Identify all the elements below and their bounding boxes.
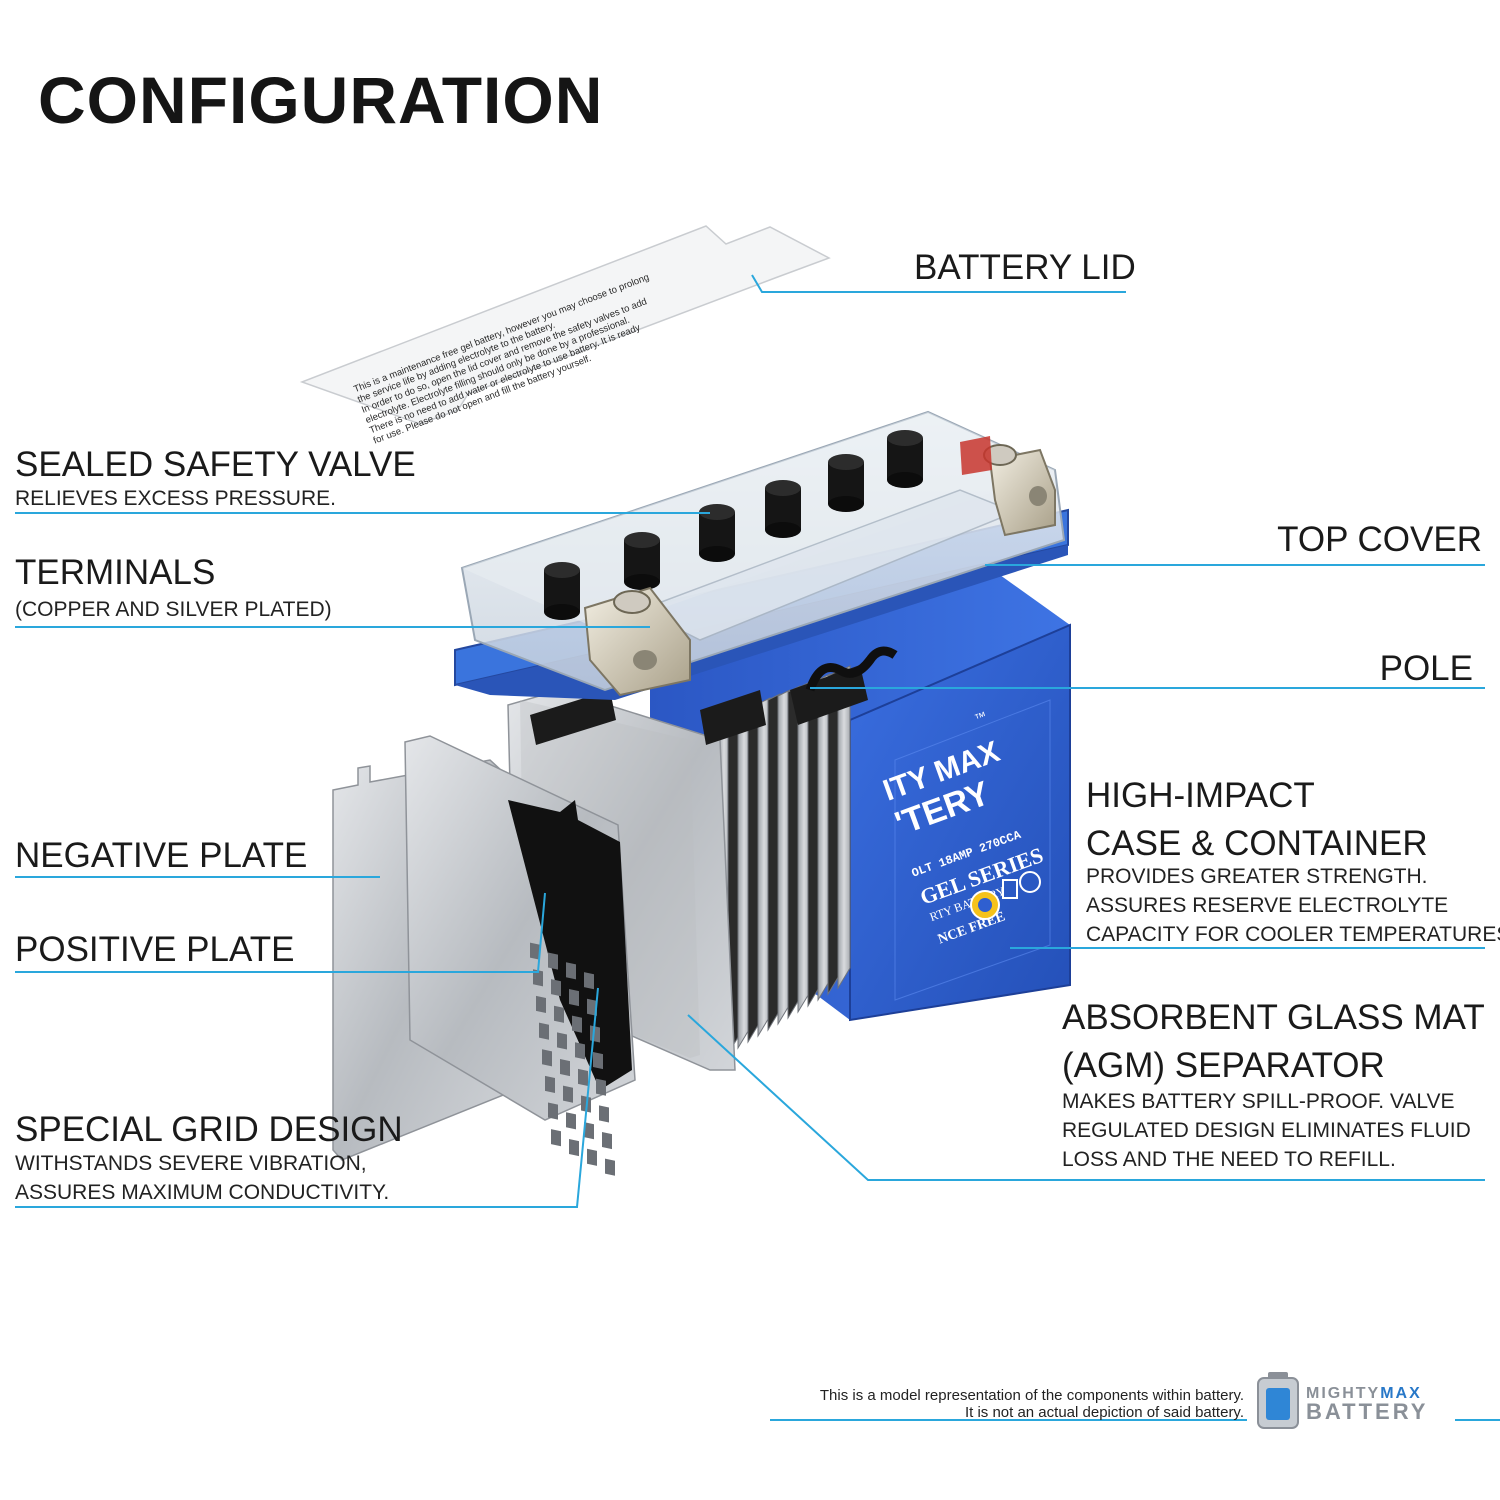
label-terminals: TERMINALS — [15, 553, 216, 592]
grid-cell — [572, 1015, 582, 1033]
desc-agm-line3: LOSS AND THE NEED TO REFILL. — [1062, 1148, 1396, 1171]
brand-wordmark-bottom: BATTERY — [1306, 1399, 1429, 1424]
page-title: CONFIGURATION — [38, 63, 604, 137]
grid-cell — [566, 962, 576, 980]
grid-cell — [605, 1158, 615, 1176]
disclaimer-line1: This is a model representation of the co… — [819, 1387, 1244, 1404]
valve-cap — [828, 454, 864, 470]
grid-cell — [548, 952, 558, 970]
grid-cell — [566, 1112, 576, 1130]
grid-cell — [560, 1059, 570, 1077]
grid-cell — [548, 1102, 558, 1120]
desc-grid-line2: ASSURES MAXIMUM CONDUCTIVITY. — [15, 1181, 390, 1204]
terminal-positive — [960, 436, 1056, 537]
safety-valves — [544, 430, 923, 620]
recycle-icon — [1019, 871, 1041, 893]
label-agm-line2: (AGM) SEPARATOR — [1062, 1046, 1385, 1085]
desc-grid-line1: WITHSTANDS SEVERE VIBRATION, — [15, 1152, 367, 1175]
grid-cell — [587, 1148, 597, 1166]
recycle-bin-icon — [1002, 879, 1018, 899]
label-grid: SPECIAL GRID DESIGN — [15, 1110, 403, 1149]
positive-plate-grid — [404, 735, 636, 1176]
grid-cell — [599, 1105, 609, 1123]
cell-straps — [530, 646, 898, 745]
brand-battery-icon — [1257, 1372, 1299, 1429]
desc-case-line1: PROVIDES GREATER STRENGTH. — [1086, 865, 1428, 888]
grid-cell — [539, 1022, 549, 1040]
label-battery-lid: BATTERY LID — [914, 248, 1136, 287]
grid-cell — [554, 1005, 564, 1023]
terminal-negative — [583, 586, 691, 697]
grid-cell — [602, 1131, 612, 1150]
label-negative-plate: NEGATIVE PLATE — [15, 836, 308, 875]
desc-terminals: (COPPER AND SILVER PLATED) — [15, 598, 332, 621]
grid-cell — [551, 1129, 561, 1147]
grid-cell — [584, 972, 594, 990]
grid-cell — [575, 1042, 585, 1060]
label-case-line1: HIGH-IMPACT — [1086, 776, 1315, 815]
desc-agm-line2: REGULATED DESIGN ELIMINATES FLUID — [1062, 1119, 1471, 1142]
grid-cell — [578, 1068, 588, 1086]
desc-agm-line1: MAKES BATTERY SPILL-PROOF. VALVE — [1062, 1090, 1455, 1113]
grid-cell — [569, 988, 579, 1007]
disclaimer-line2: It is not an actual depiction of said ba… — [964, 1404, 1244, 1421]
grid-cell — [593, 1052, 603, 1070]
case-label-icons — [970, 871, 1041, 920]
label-agm-line1: ABSORBENT GLASS MAT — [1062, 998, 1485, 1037]
grid-cell — [557, 1032, 567, 1050]
leader-lines — [15, 274, 1500, 1421]
desc-case-line2: ASSURES RESERVE ELECTROLYTE — [1086, 894, 1449, 917]
label-sealed-valve: SEALED SAFETY VALVE — [15, 445, 416, 484]
grid-cell — [545, 1075, 555, 1093]
brand-wordmark-top: MIGHTYMAX — [1306, 1385, 1422, 1403]
brand-mighty: MIGHTY — [1306, 1385, 1381, 1402]
battery-lid: This is a maintenance free gel battery, … — [299, 225, 831, 447]
grid-cell — [533, 969, 543, 987]
label-positive-plate: POSITIVE PLATE — [15, 930, 295, 969]
desc-sealed-valve: RELIEVES EXCESS PRESSURE. — [15, 487, 336, 510]
valve-cap — [887, 430, 923, 446]
case-label-tm: ™ — [973, 709, 989, 726]
brand-max: MAX — [1380, 1385, 1422, 1402]
grid-cell — [563, 1085, 573, 1103]
grid-cell — [587, 998, 597, 1016]
grid-cell — [551, 979, 561, 997]
grid-cell — [569, 1138, 579, 1157]
grid-cell — [584, 1122, 594, 1140]
grid-cell — [530, 942, 540, 960]
valve-cap — [699, 504, 735, 520]
grid-cell — [596, 1078, 606, 1096]
grid-cell — [536, 995, 546, 1014]
label-case-line2: CASE & CONTAINER — [1086, 824, 1428, 863]
grid-cell — [542, 1049, 552, 1067]
cell-plate — [837, 665, 851, 990]
label-top-cover: TOP COVER — [1277, 520, 1482, 559]
valve-cap — [544, 562, 580, 578]
desc-case-line3: CAPACITY FOR COOLER TEMPERATURES. — [1086, 923, 1500, 946]
valve-cap — [624, 532, 660, 548]
label-pole: POLE — [1379, 649, 1473, 688]
valve-cap — [765, 480, 801, 496]
